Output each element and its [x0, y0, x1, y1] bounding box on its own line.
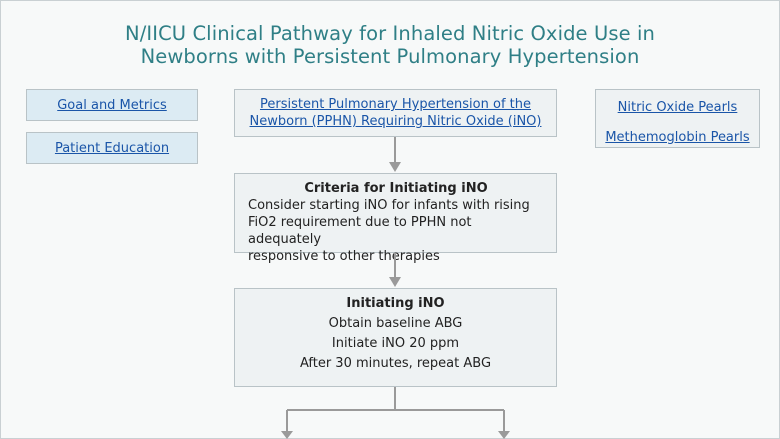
nitric-oxide-pearls-link[interactable]: Nitric Oxide Pearls — [617, 100, 738, 115]
initiating-step-3: After 30 minutes, repeat ABG — [299, 356, 492, 371]
title-line-2: Newborns with Persistent Pulmonary Hyper… — [140, 45, 640, 68]
initiating-step-1: Obtain baseline ABG — [328, 316, 463, 331]
initiating-heading: Initiating iNO — [346, 296, 445, 311]
methemoglobin-pearls-link[interactable]: Methemoglobin Pearls — [605, 130, 750, 145]
pearls-box: Nitric Oxide Pearls Methemoglobin Pearls — [595, 89, 760, 148]
criteria-line-2: FiO2 requirement due to PPHN not adequat… — [248, 215, 472, 247]
title-line-1: N/IICU Clinical Pathway for Inhaled Nitr… — [125, 22, 655, 45]
criteria-box: Criteria for Initiating iNO Consider sta… — [234, 173, 557, 264]
criteria-line-1: Consider starting iNO for infants with r… — [248, 198, 530, 213]
goal-metrics-box[interactable]: Goal and Metrics — [26, 89, 198, 121]
initiating-box: Initiating iNO Obtain baseline ABG Initi… — [234, 288, 557, 387]
patient-education-link[interactable]: Patient Education — [54, 140, 170, 156]
pphn-start-line-1: Persistent Pulmonary Hypertension of the — [259, 97, 531, 112]
arrowhead-branch-right — [498, 431, 510, 439]
goal-metrics-link[interactable]: Goal and Metrics — [57, 97, 167, 113]
arrowhead-initiating — [389, 277, 401, 287]
patient-education-box[interactable]: Patient Education — [26, 132, 198, 164]
arrowhead-branch-left — [281, 431, 293, 439]
pphn-start-link[interactable]: Persistent Pulmonary Hypertension of the… — [250, 96, 542, 130]
criteria-line-3: responsive to other therapies — [248, 249, 440, 264]
pphn-start-line-2: Newborn (PPHN) Requiring Nitric Oxide (i… — [249, 114, 542, 129]
pphn-start-box[interactable]: Persistent Pulmonary Hypertension of the… — [234, 89, 557, 137]
initiating-step-2: Initiate iNO 20 ppm — [331, 336, 460, 351]
arrowhead-criteria — [389, 162, 401, 172]
page-title: N/IICU Clinical Pathway for Inhaled Nitr… — [0, 22, 780, 68]
criteria-heading: Criteria for Initiating iNO — [304, 181, 488, 196]
